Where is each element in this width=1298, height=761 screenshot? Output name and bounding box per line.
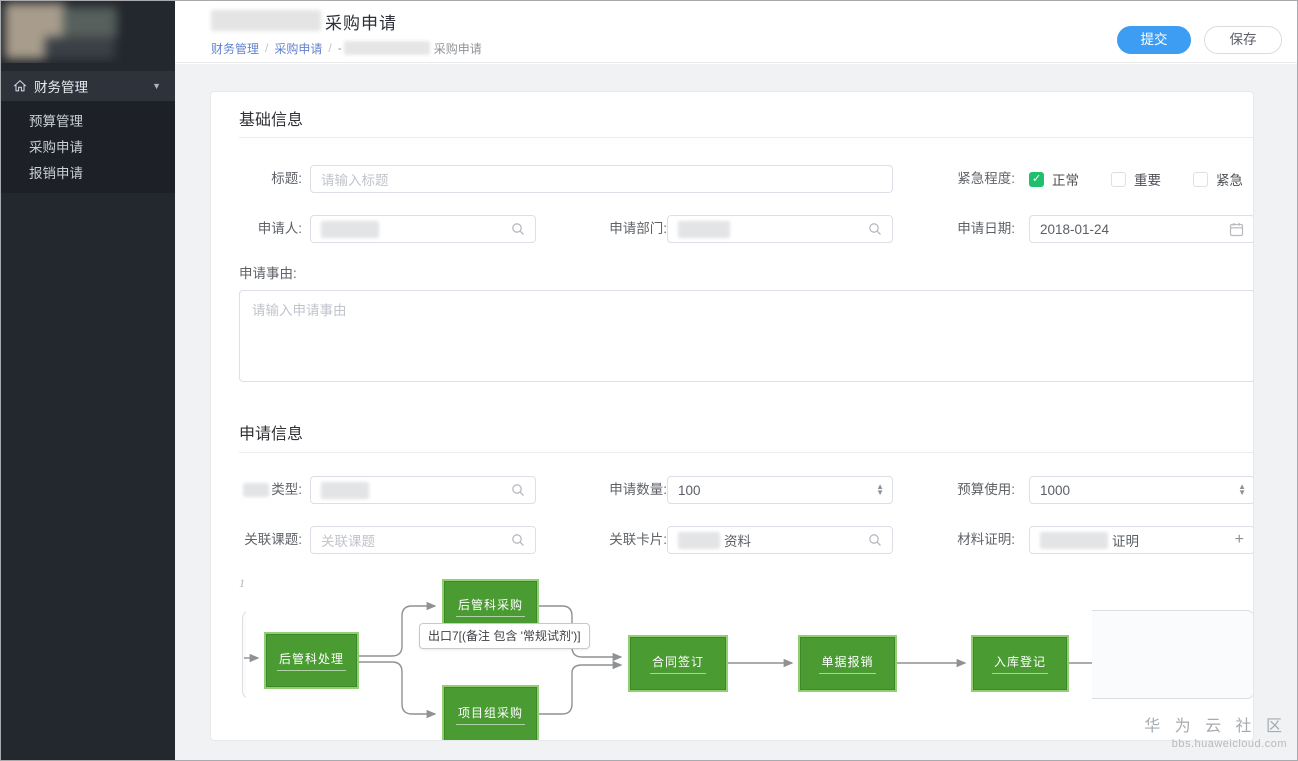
page-title: 采购申请 [325, 14, 397, 33]
title-redacted-text [211, 10, 321, 31]
sidebar: 财务管理 ▼ 预算管理 采购申请 报销申请 [1, 1, 175, 760]
logo-redacted-image [5, 3, 117, 59]
calendar-icon[interactable] [1229, 222, 1244, 237]
checkbox-unchecked-icon[interactable] [1193, 171, 1208, 187]
logo [1, 1, 175, 63]
title-field-label: 标题: [271, 171, 302, 186]
checkbox-normal[interactable]: 正常 [1029, 169, 1079, 189]
checkbox-urgent[interactable]: 紧急 [1193, 169, 1243, 189]
flow-node-contract-signing[interactable]: 合同签订 [628, 635, 728, 692]
sidebar-item-purchase-request[interactable]: 采购申请 [29, 140, 83, 155]
budget-input[interactable]: 1000 ▲▼ [1029, 476, 1253, 504]
urgency-label: 紧急程度: [957, 171, 1015, 186]
section-title-basic-info: 基础信息 [239, 112, 304, 129]
sidebar-item-reimbursement-request[interactable]: 报销申请 [29, 166, 83, 181]
type-input[interactable] [310, 476, 536, 504]
search-icon[interactable] [511, 483, 525, 497]
quantity-input[interactable]: 100 ▲▼ [667, 476, 893, 504]
page-header: 采购申请 财务管理 / 采购申请 / - 采购申请 提交 保存 [175, 1, 1297, 63]
breadcrumb: 财务管理 / 采购申请 / - 采购申请 [211, 41, 482, 56]
checkbox-important[interactable]: 重要 [1111, 169, 1161, 189]
sidebar-item-finance-management[interactable]: 财务管理 ▼ [1, 71, 175, 101]
budget-label: 预算使用: [957, 482, 1015, 497]
flow-node-receipt-reimbursement[interactable]: 单据报销 [798, 635, 897, 692]
divider [239, 452, 1253, 453]
applicant-label: 申请人: [257, 221, 302, 236]
date-input[interactable]: 2018-01-24 [1029, 215, 1253, 243]
reason-label: 申请事由: [239, 266, 297, 281]
department-label: 申请部门: [609, 221, 667, 236]
topic-label: 关联课题: [244, 532, 302, 547]
flow-marker: 1 [239, 576, 245, 590]
number-stepper[interactable]: ▲▼ [876, 482, 884, 497]
home-icon [13, 80, 27, 92]
flow-node-rear-dept-handle[interactable]: 后管科处理 [264, 632, 359, 689]
department-input[interactable] [667, 215, 893, 243]
sidebar-item-budget-management[interactable]: 预算管理 [29, 114, 83, 129]
chevron-down-icon: ▼ [152, 81, 161, 91]
urgency-checkbox-group: 正常 重要 紧急 [1029, 165, 1243, 193]
watermark: 华 为 云 社 区 bbs.huaweicloud.com [1144, 712, 1287, 750]
divider [239, 137, 1253, 138]
flow-edge-tooltip: 出口7[(备注 包含 '常规试剂')] [419, 623, 590, 649]
watermark-url: bbs.huaweicloud.com [1171, 738, 1287, 750]
title-input[interactable]: 请输入标题 [310, 165, 893, 193]
breadcrumb-purchase[interactable]: 采购申请 [274, 41, 323, 56]
search-icon[interactable] [868, 533, 882, 547]
sidebar-parent-label: 财务管理 [34, 80, 88, 95]
search-icon[interactable] [511, 533, 525, 547]
checkbox-unchecked-icon[interactable] [1111, 171, 1126, 187]
type-label: 类型: [211, 476, 302, 504]
date-label: 申请日期: [957, 221, 1015, 236]
number-stepper[interactable]: ▲▼ [1238, 482, 1246, 497]
watermark-title: 华 为 云 社 区 [1144, 718, 1287, 735]
card-input[interactable]: 资料 [667, 526, 893, 554]
content-area: 基础信息 标题: 请输入标题 紧急程度: 正常 重要 紧急 [175, 64, 1297, 760]
breadcrumb-finance[interactable]: 财务管理 [211, 41, 260, 56]
card-label: 关联卡片: [609, 532, 667, 547]
redacted-value [321, 220, 379, 238]
material-input[interactable]: 证明 + [1029, 526, 1253, 554]
search-icon[interactable] [511, 222, 525, 236]
breadcrumb-current: - 采购申请 [337, 41, 482, 56]
redacted-value [1040, 531, 1108, 549]
redacted-value [678, 220, 730, 238]
topic-input[interactable]: 关联课题 [310, 526, 536, 554]
flow-node-project-team-purchase[interactable]: 项目组采购 [442, 685, 539, 740]
submit-button[interactable]: 提交 [1117, 26, 1191, 54]
form-panel: 基础信息 标题: 请输入标题 紧急程度: 正常 重要 紧急 [210, 91, 1254, 741]
sidebar-submenu: 预算管理 采购申请 报销申请 [1, 101, 175, 193]
save-button[interactable]: 保存 [1204, 26, 1282, 54]
material-label: 材料证明: [957, 532, 1015, 547]
reason-textarea[interactable]: 请输入申请事由 [239, 290, 1253, 382]
flow-node-warehouse-registration[interactable]: 入库登记 [971, 635, 1069, 692]
redacted-label-prefix [243, 483, 270, 498]
quantity-label: 申请数量: [609, 482, 667, 497]
add-icon[interactable]: + [1234, 531, 1244, 548]
breadcrumb-redacted-text [343, 41, 430, 55]
redacted-value [321, 481, 369, 499]
applicant-input[interactable] [310, 215, 536, 243]
search-icon[interactable] [868, 222, 882, 236]
checkbox-checked-icon[interactable] [1029, 171, 1044, 187]
redacted-value [678, 531, 720, 549]
section-title-request-info: 申请信息 [239, 426, 304, 443]
